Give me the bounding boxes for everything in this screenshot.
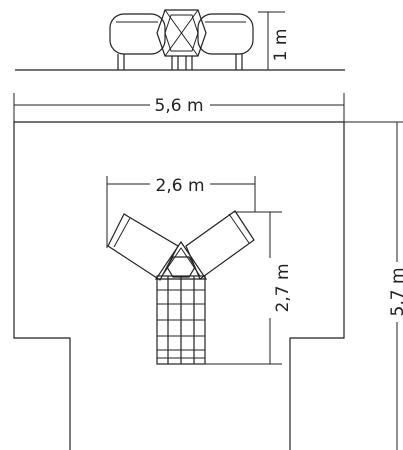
elevation-view: 1 m — [15, 9, 345, 71]
overall-depth-label: 5,7 m — [388, 268, 403, 317]
hub-hexagon — [166, 256, 196, 278]
right-tunnel-arm — [185, 210, 255, 280]
height-dimension: 1 m — [258, 11, 291, 71]
structure-depth-dimension: 2,7 m — [205, 211, 293, 365]
height-label: 1 m — [271, 29, 291, 62]
elevation-hub — [156, 9, 207, 57]
tunnel-structure — [107, 210, 255, 365]
structure-width-label: 2,6 m — [156, 176, 205, 196]
ladder-stem — [156, 275, 206, 365]
structure-width-dimension: 2,6 m — [106, 172, 256, 248]
overall-width-label: 5,6 m — [155, 96, 204, 116]
overall-width-dimension: 5,6 m — [13, 92, 345, 122]
overall-depth-dimension: 5,7 m — [344, 121, 403, 450]
structure-depth-label: 2,7 m — [273, 264, 293, 313]
safety-area-outline — [13, 121, 345, 450]
elevation-legs — [117, 54, 243, 70]
left-tunnel-arm — [107, 213, 179, 281]
hub-roof — [154, 240, 208, 280]
